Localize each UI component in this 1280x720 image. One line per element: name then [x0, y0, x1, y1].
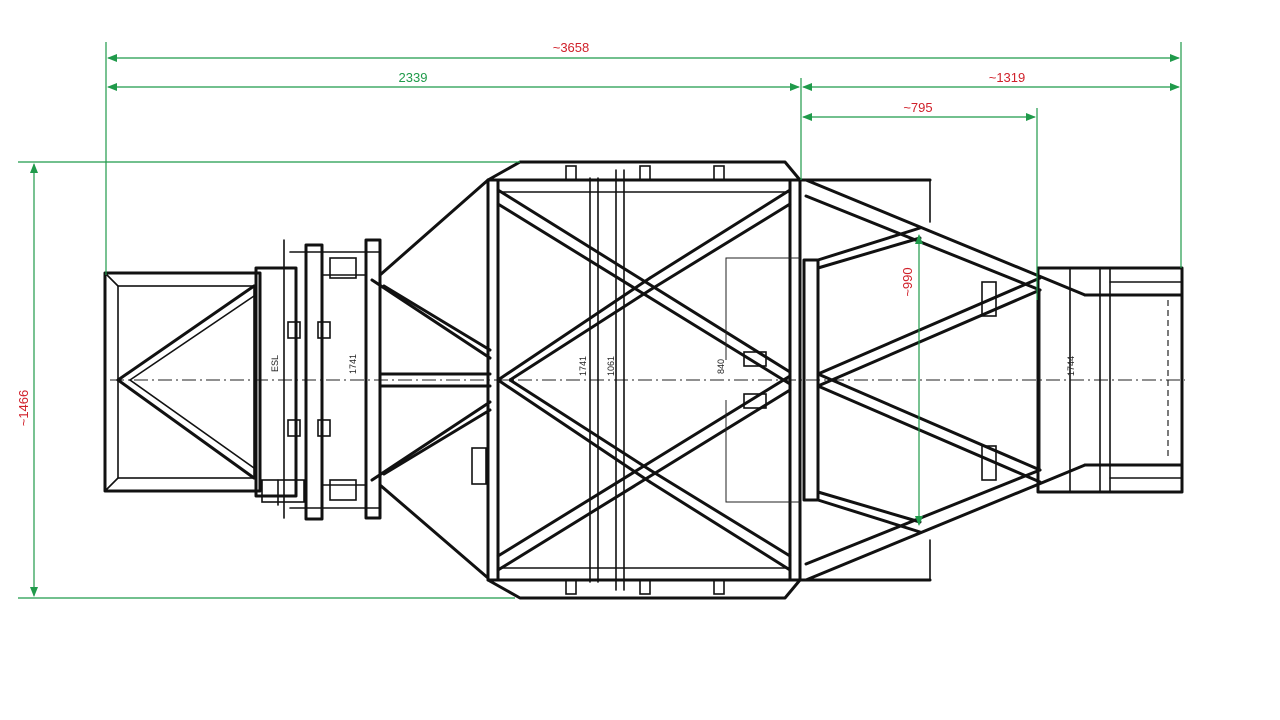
label-center-b: 1061: [606, 356, 616, 376]
dimension-lines: [18, 42, 1182, 599]
label-rear: 1744: [1066, 356, 1076, 376]
center-box-section: [471, 160, 802, 600]
frame-structure: ESL 1741 1741 1061 840 1744: [103, 160, 1185, 600]
dim-rear-width-label: ~990: [900, 267, 915, 296]
label-center-c: 840: [716, 359, 726, 374]
front-box-section: [103, 271, 262, 493]
dim-rear-inner-label: ~795: [903, 100, 932, 115]
front-transition: [370, 178, 492, 580]
label-box-left: ESL: [270, 355, 280, 372]
rear-section: [798, 178, 1184, 582]
label-center-a: 1741: [578, 356, 588, 376]
dim-rear-length-label: ~1319: [989, 70, 1026, 85]
dim-overall-length-label: ~3658: [553, 40, 590, 55]
front-crossmember: [254, 238, 382, 521]
dim-front-length-label: 2339: [399, 70, 428, 85]
dimension-labels: ~3658 2339 ~1319 ~795 ~990 ~1466: [16, 40, 1025, 426]
dim-overall-width-label: ~1466: [16, 390, 31, 427]
label-box-mid: 1741: [348, 354, 358, 374]
